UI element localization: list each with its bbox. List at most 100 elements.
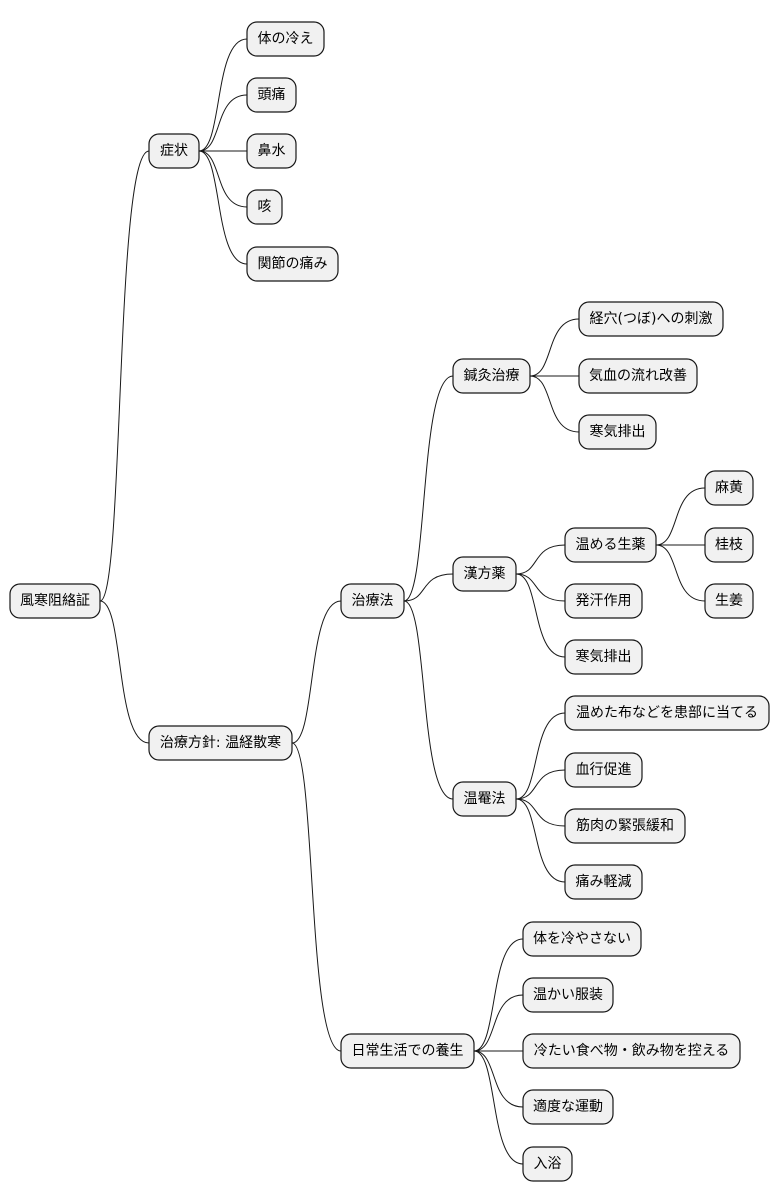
node-label: 痛み軽減 bbox=[576, 873, 632, 890]
mindmap-node-1-0-1-0-1: 桂枝 bbox=[704, 527, 754, 563]
node-label: 温めた布などを患部に当てる bbox=[576, 705, 758, 721]
node-label: 治療法 bbox=[352, 592, 394, 609]
edge-1-0-0-to-1-0-0-0 bbox=[529, 318, 580, 377]
edge-1-1-to-1-1-1 bbox=[473, 994, 524, 1052]
edge-0-to-0-3 bbox=[198, 150, 248, 208]
mindmap-node-1-0-0-2: 寒気排出 bbox=[578, 414, 657, 450]
node-label: 体の冷え bbox=[258, 31, 314, 47]
node-label: 咳 bbox=[258, 199, 272, 215]
node-box bbox=[9, 583, 101, 619]
mindmap-node-0-2: 鼻水 bbox=[246, 133, 297, 169]
node-box bbox=[704, 470, 754, 506]
node-box bbox=[246, 189, 283, 225]
node-box bbox=[578, 358, 698, 394]
node-box bbox=[246, 77, 297, 113]
mindmap-node-1-0-2-3: 痛み軽減 bbox=[564, 864, 643, 900]
mindmap-node-1-1-0: 体を冷やさない bbox=[522, 921, 642, 957]
mindmap-node-1-0-1-2: 寒気排出 bbox=[564, 639, 643, 675]
node-box bbox=[564, 864, 643, 900]
node-label: 風寒阻絡証 bbox=[20, 592, 90, 609]
node-box bbox=[704, 527, 754, 563]
edge-1-to-1-0 bbox=[291, 600, 342, 744]
node-box bbox=[564, 583, 643, 619]
mindmap-node-1-0-1-0: 温める生薬 bbox=[564, 527, 657, 563]
node-box bbox=[564, 695, 770, 731]
node-label: 温かい服装 bbox=[533, 987, 603, 1003]
node-box bbox=[148, 133, 200, 169]
edge-1-0-2-to-1-0-2-1 bbox=[515, 769, 566, 800]
node-label: 寒気排出 bbox=[590, 423, 646, 440]
edge-1-1-to-1-1-4 bbox=[473, 1050, 524, 1165]
node-box bbox=[340, 1033, 475, 1069]
mindmap-node-1: 治療方針: 温経散寒 bbox=[148, 725, 293, 761]
edge-1-0-1-to-1-0-1-0 bbox=[515, 544, 566, 575]
edge-1-to-1-1 bbox=[291, 742, 342, 1052]
node-box bbox=[246, 21, 325, 57]
edge-root-to-1 bbox=[99, 600, 150, 744]
node-label: 鍼灸治療 bbox=[464, 367, 520, 384]
mindmap-root-node: 風寒阻絡証 bbox=[9, 583, 101, 619]
node-box bbox=[340, 583, 405, 619]
mindmap-node-1-0-2-2: 筋肉の緊張緩和 bbox=[564, 808, 686, 844]
mindmap-node-1-0-0-1: 気血の流れ改善 bbox=[578, 358, 698, 394]
mindmap-node-1-0-1-0-0: 麻黄 bbox=[704, 470, 754, 506]
node-box bbox=[564, 808, 686, 844]
node-label: 生姜 bbox=[715, 593, 743, 609]
mindmap-node-0-0: 体の冷え bbox=[246, 21, 325, 57]
mindmap-node-1-1: 日常生活での養生 bbox=[340, 1033, 475, 1069]
edge-1-0-to-1-0-2 bbox=[403, 600, 454, 800]
node-label: 筋肉の緊張緩和 bbox=[576, 817, 674, 834]
edge-1-0-to-1-0-1 bbox=[403, 573, 454, 602]
node-box bbox=[522, 1033, 741, 1069]
edge-1-0-1-0-to-1-0-1-0-0 bbox=[655, 487, 706, 546]
node-label: 気血の流れ改善 bbox=[589, 368, 687, 384]
edge-1-0-to-1-0-0 bbox=[403, 375, 454, 602]
edge-1-1-to-1-1-0 bbox=[473, 938, 524, 1052]
node-box bbox=[564, 639, 643, 675]
edge-root-to-0 bbox=[99, 150, 150, 602]
edge-0-to-0-4 bbox=[198, 150, 248, 265]
mindmap-node-0-3: 咳 bbox=[246, 189, 283, 225]
mindmap-node-1-0-0: 鍼灸治療 bbox=[452, 358, 531, 394]
node-box bbox=[522, 921, 642, 957]
node-label: 適度な運動 bbox=[533, 1098, 603, 1115]
node-label: 冷たい食べ物・飲み物を控える bbox=[534, 1042, 730, 1059]
node-box bbox=[452, 781, 517, 817]
node-box bbox=[564, 527, 657, 563]
node-label: 血行促進 bbox=[576, 762, 632, 778]
node-label: 漢方薬 bbox=[464, 566, 506, 582]
node-box bbox=[578, 414, 657, 450]
mindmap-node-1-0-1-1: 発汗作用 bbox=[564, 583, 643, 619]
node-box bbox=[452, 358, 531, 394]
mindmap-node-1-0-1-0-2: 生姜 bbox=[704, 583, 754, 619]
edge-1-0-1-0-to-1-0-1-0-2 bbox=[655, 544, 706, 602]
node-label: 関節の痛み bbox=[258, 255, 328, 272]
edge-1-0-1-to-1-0-1-1 bbox=[515, 573, 566, 602]
node-box bbox=[452, 556, 517, 592]
mindmap-node-0-1: 頭痛 bbox=[246, 77, 297, 113]
node-label: 症状 bbox=[160, 143, 188, 159]
node-box bbox=[564, 752, 643, 788]
edge-1-0-2-to-1-0-2-3 bbox=[515, 798, 566, 883]
mindmap-node-1-0-1: 漢方薬 bbox=[452, 556, 517, 592]
node-box bbox=[578, 301, 724, 337]
edge-1-0-2-to-1-0-2-2 bbox=[515, 798, 566, 827]
mindmap-node-1-1-3: 適度な運動 bbox=[522, 1089, 614, 1125]
edge-1-0-1-to-1-0-1-2 bbox=[515, 573, 566, 658]
node-label: 入浴 bbox=[534, 1156, 562, 1172]
node-box bbox=[246, 246, 339, 282]
node-label: 日常生活での養生 bbox=[352, 1042, 464, 1059]
node-label: 温める生薬 bbox=[576, 537, 646, 553]
mindmap-node-1-0-2: 温罨法 bbox=[452, 781, 517, 817]
node-label: 鼻水 bbox=[258, 142, 286, 159]
node-label: 温罨法 bbox=[464, 791, 506, 807]
node-box bbox=[246, 133, 297, 169]
node-box bbox=[148, 725, 293, 761]
mindmap-node-1-1-2: 冷たい食べ物・飲み物を控える bbox=[522, 1033, 741, 1069]
node-label: 頭痛 bbox=[258, 86, 286, 103]
node-box bbox=[704, 583, 754, 619]
mindmap-node-1-0-2-0: 温めた布などを患部に当てる bbox=[564, 695, 770, 731]
